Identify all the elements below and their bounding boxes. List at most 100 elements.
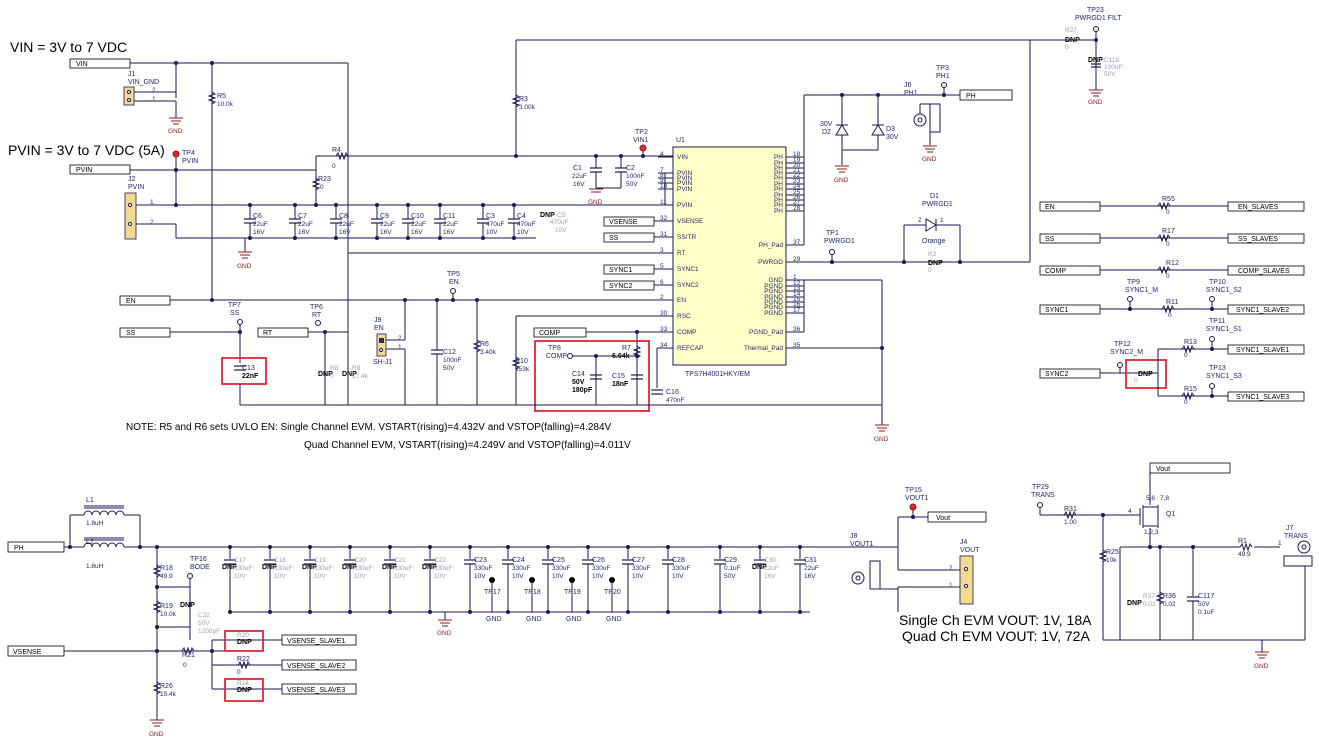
svg-text:470nF: 470nF: [666, 397, 684, 404]
svg-text:DNP: DNP: [222, 564, 237, 571]
testpoint-tp3: TP3 PH1: [936, 65, 950, 97]
svg-text:23: 23: [793, 178, 801, 185]
svg-text:SYNC1: SYNC1: [1045, 307, 1068, 314]
svg-text:14: 14: [793, 291, 801, 298]
svg-text:SYNC1_S3: SYNC1_S3: [1206, 373, 1242, 380]
capacitor-c32: DNP C32 50V 1200pF: [180, 602, 220, 635]
svg-text:DNP: DNP: [1127, 600, 1142, 607]
svg-text:1: 1: [793, 274, 797, 281]
diode-d3: D3 30V: [842, 95, 899, 151]
svg-text:19: 19: [793, 157, 801, 164]
svg-text:R2: R2: [928, 251, 937, 258]
svg-text:TP18: TP18: [524, 589, 541, 596]
svg-text:21: 21: [793, 167, 801, 174]
resistor-r36: R36 0.02: [1155, 591, 1176, 608]
testpoint-tp16: TP16 BODE: [187, 556, 210, 587]
svg-text:16V: 16V: [411, 229, 423, 236]
resistor-r25: R25 10k: [1098, 549, 1119, 564]
resistor-r21: R21 0: [181, 646, 195, 669]
svg-text:COMP_SLAVES: COMP_SLAVES: [1238, 268, 1290, 275]
connector-j8: J8 VOUT1: [850, 533, 898, 590]
svg-text:27: 27: [793, 199, 801, 206]
svg-text:PH_Pad: PH_Pad: [759, 242, 784, 249]
svg-text:10: 10: [660, 183, 668, 190]
svg-text:PH: PH: [774, 192, 783, 199]
svg-text:GND: GND: [834, 177, 849, 184]
svg-text:13: 13: [793, 285, 801, 292]
svg-text:TP19: TP19: [564, 589, 581, 596]
resistor-r27: R27 DNP 0: [1065, 27, 1080, 51]
svg-text:16V: 16V: [380, 229, 392, 236]
svg-text:SYNC2: SYNC2: [677, 282, 699, 289]
svg-text:34: 34: [660, 342, 668, 349]
svg-text:C18: C18: [274, 557, 286, 564]
svg-text:PH: PH: [774, 197, 783, 204]
svg-text:PWRGD: PWRGD: [758, 259, 783, 266]
capacitor-c5: DNP C5 470uF 10V: [540, 212, 568, 234]
svg-text:EN: EN: [677, 297, 686, 304]
svg-text:18nF: 18nF: [612, 381, 629, 388]
connector-j7: J7 TRANS 1: [1278, 525, 1313, 567]
svg-text:DNP: DNP: [422, 564, 437, 571]
net-ss-ic: SS: [603, 232, 673, 243]
capacitor-c1: C1 22uF 16V: [572, 154, 602, 188]
note-line-1: NOTE: R5 and R6 sets UVLO EN: Single Cha…: [126, 422, 612, 433]
svg-text:TP11: TP11: [1209, 318, 1225, 325]
svg-text:SYNC1_S1: SYNC1_S1: [1206, 326, 1242, 333]
svg-text:TP9: TP9: [1127, 279, 1140, 286]
svg-text:C19: C19: [314, 557, 326, 564]
svg-text:TP23: TP23: [1087, 7, 1104, 14]
resistor-r7: R7 6.04k: [612, 345, 642, 360]
svg-text:R5: R5: [217, 93, 226, 100]
svg-text:15: 15: [793, 296, 801, 303]
svg-text:6: 6: [660, 279, 664, 286]
vout-quad-note: Quad Ch EVM VOUT: 1V, 72A: [902, 628, 1090, 644]
svg-text:0: 0: [237, 669, 241, 676]
svg-text:3: 3: [660, 247, 664, 254]
capacitor-c16: C16 470nF: [651, 389, 684, 404]
svg-text:COMP: COMP: [546, 353, 567, 360]
svg-text:22uF: 22uF: [443, 221, 458, 228]
svg-text:GND: GND: [588, 199, 603, 206]
svg-text:330uF: 330uF: [592, 565, 610, 572]
vin-range-label: VIN = 3V to 7 VDC: [10, 39, 127, 55]
svg-text:COMP: COMP: [1045, 268, 1066, 275]
svg-text:R20: R20: [237, 632, 249, 639]
svg-text:50V: 50V: [443, 365, 455, 372]
svg-text:1.8uH: 1.8uH: [86, 520, 104, 527]
svg-text:953k: 953k: [515, 366, 530, 373]
svg-text:PH: PH: [14, 545, 24, 552]
svg-text:10V: 10V: [354, 573, 366, 580]
svg-text:22: 22: [793, 172, 801, 179]
svg-text:TP8: TP8: [548, 345, 561, 352]
highlight-r20: [224, 630, 264, 652]
svg-text:100nF: 100nF: [443, 357, 461, 364]
svg-text:PH: PH: [774, 175, 783, 182]
svg-text:10V: 10V: [394, 573, 406, 580]
svg-text:COMP: COMP: [677, 329, 697, 336]
svg-text:1: 1: [940, 217, 944, 224]
svg-text:PWRGD1: PWRGD1: [824, 238, 855, 245]
svg-text:PH: PH: [774, 186, 783, 193]
svg-text:C10: C10: [411, 213, 424, 220]
svg-text:PH: PH: [774, 165, 783, 172]
svg-text:1.8uH: 1.8uH: [86, 563, 104, 570]
svg-text:2: 2: [660, 294, 664, 301]
svg-text:GND: GND: [526, 616, 542, 623]
capacitor-c15: C15 18nF: [612, 373, 643, 388]
resistor-r37: DNP R37 0.02: [1127, 593, 1156, 608]
svg-text:8: 8: [660, 172, 664, 179]
